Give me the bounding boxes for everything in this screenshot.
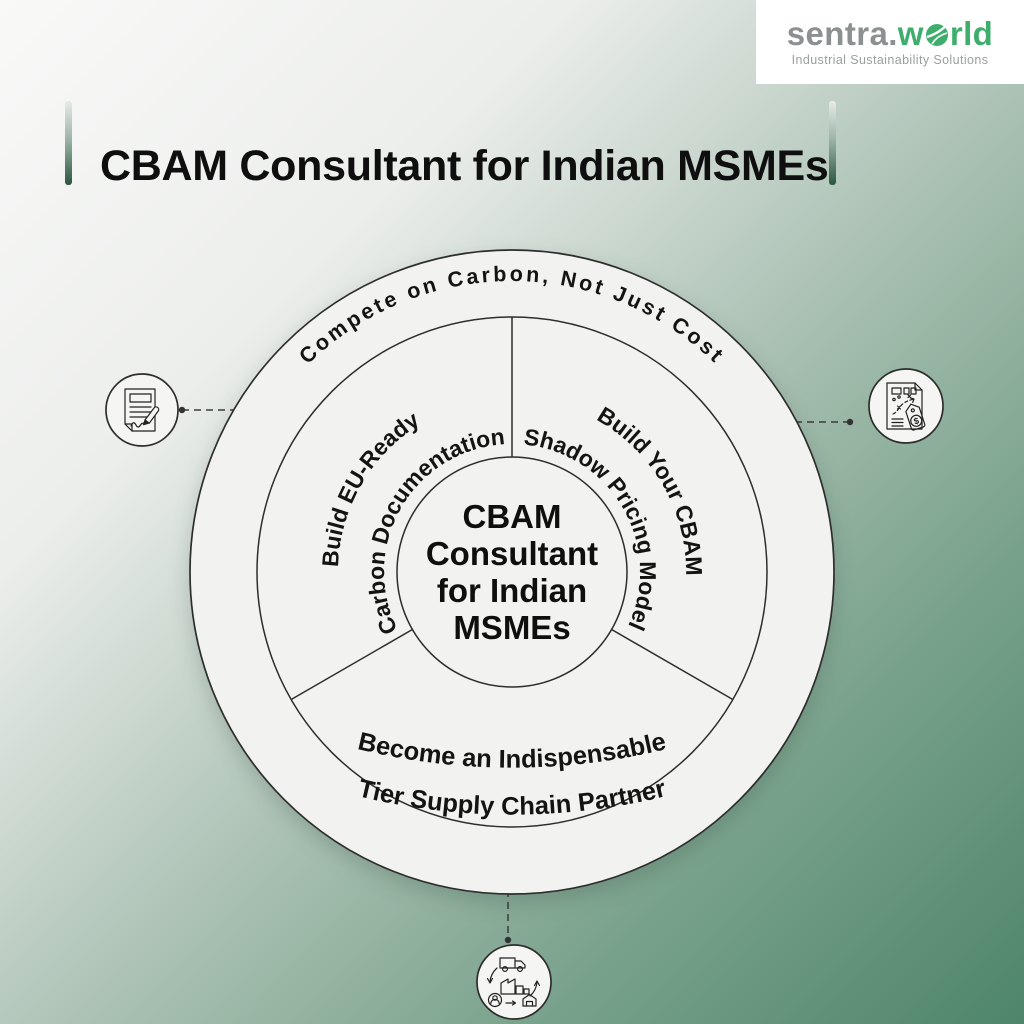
document-signing-icon xyxy=(105,373,179,447)
supply-chain-icon-art xyxy=(486,957,541,1008)
center-line-3: for Indian xyxy=(437,572,587,609)
document-signing-icon-art xyxy=(124,388,160,432)
pricing-strategy-icon: $ xyxy=(868,368,944,444)
connector-bottom-dot xyxy=(504,936,512,944)
center-line-1: CBAM xyxy=(463,498,562,535)
supply-chain-icon xyxy=(476,944,552,1020)
connector-right-dot xyxy=(846,418,854,426)
brand-name-gray: sentra. xyxy=(786,15,898,52)
outer-circle xyxy=(189,249,835,895)
price-tag-icon: $ xyxy=(905,403,926,431)
page-title: CBAM Consultant for Indian MSMEs xyxy=(100,141,829,190)
brand-tagline: Industrial Sustainability Solutions xyxy=(791,53,989,67)
title-accent-bar-right xyxy=(829,101,836,185)
divider-lower-left xyxy=(290,628,413,701)
warehouse-icon xyxy=(522,993,537,1007)
globe-icon xyxy=(925,24,948,46)
cycle-arrows-icon xyxy=(486,967,541,1006)
pricing-strategy-icon-circle xyxy=(868,368,944,444)
supply-chain-icon-circle xyxy=(476,944,552,1020)
pricing-strategy-icon-art xyxy=(886,382,923,430)
dollar-glyph: $ xyxy=(912,415,920,426)
truck-icon xyxy=(499,957,526,973)
divider-lower-right xyxy=(611,628,734,701)
center-line-2: Consultant xyxy=(426,535,598,572)
brand-name-green-w: w xyxy=(897,15,924,52)
factory-icon xyxy=(500,978,530,995)
center-label: CBAM Consultant for Indian MSMEs xyxy=(426,498,598,646)
center-line-4: MSMEs xyxy=(453,609,570,646)
document-signing-icon-circle xyxy=(105,373,179,447)
title-accent-bar-left xyxy=(65,101,72,185)
person-icon xyxy=(487,992,503,1008)
brand-name-green-rld: rld xyxy=(949,15,994,52)
connector-left-dot xyxy=(178,406,186,414)
